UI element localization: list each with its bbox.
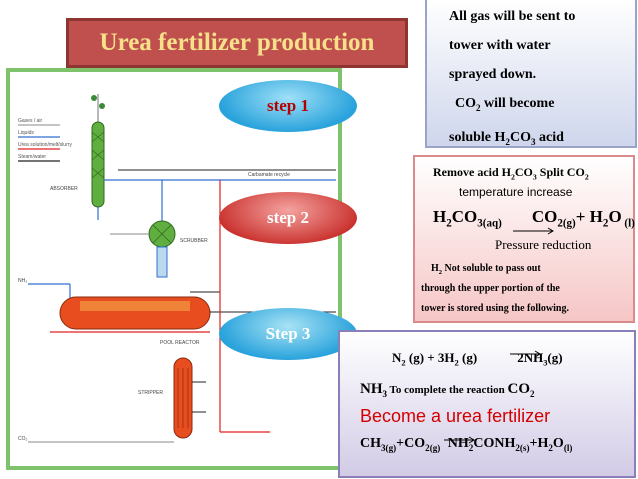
title-banner: Urea fertilizer production bbox=[66, 18, 408, 68]
legend: Gases / air Liquids Urea solution/melt/s… bbox=[18, 118, 72, 162]
process-flow-diagram: Gases / air Liquids Urea solution/melt/s… bbox=[18, 94, 336, 443]
co2-label: CO₂ bbox=[18, 436, 28, 442]
box2-decomposition-equation: H2CO3(aq)CO2(g)+ H2O (l) bbox=[433, 207, 635, 230]
absorber-column: ABSORBER bbox=[50, 94, 105, 220]
nh3-label: NH₃ bbox=[18, 278, 27, 284]
page-title: Urea fertilizer production bbox=[99, 29, 375, 56]
step-1-oval: step 1 bbox=[219, 80, 357, 132]
box2-heading: Remove acid H2CO3 Split CO2 bbox=[433, 165, 589, 182]
step-2-label: step 2 bbox=[266, 208, 310, 227]
carbamate-recycle-label: Carbamate recycle bbox=[248, 172, 290, 178]
ammonia-arrow-icon bbox=[510, 350, 541, 358]
pool-reactor: POOL REACTOR bbox=[59, 291, 336, 346]
box1-line-1: All gas will be sent to bbox=[449, 9, 576, 24]
step-2-explanation-box: Remove acid H2CO3 Split CO2 temperature … bbox=[413, 155, 635, 323]
step-3-explanation-box: N2 (g) + 3H2 (g)2NH3(g) NH3 To complete … bbox=[338, 330, 636, 478]
step-3-label: Step 3 bbox=[265, 324, 311, 343]
box1-line-4: CO2 will become bbox=[455, 96, 555, 113]
legend-label-gases: Gases / air bbox=[18, 118, 43, 124]
scrubber-label: SCRUBBER bbox=[180, 238, 208, 244]
reaction-arrow-icon bbox=[513, 227, 554, 235]
step-3-oval: Step 3 bbox=[219, 308, 357, 360]
urea-arrow-icon bbox=[444, 436, 475, 444]
stripper-column: STRIPPER bbox=[138, 357, 206, 439]
box3-urea-fertilizer-text: Become a urea fertilizer bbox=[360, 406, 551, 426]
box3-ammonia-equation: N2 (g) + 3H2 (g)2NH3(g) bbox=[392, 350, 563, 368]
step-2-oval: step 2 bbox=[219, 192, 357, 244]
absorber-label: ABSORBER bbox=[50, 186, 78, 192]
step-1-label: step 1 bbox=[266, 96, 310, 115]
box2-note-line-3: tower is stored using the following. bbox=[421, 303, 569, 314]
box2-note-line-1: H2 Not soluble to pass out bbox=[431, 263, 541, 276]
step-1-explanation-box: All gas will be sent to tower with water… bbox=[425, 0, 637, 148]
box3-reaction-note: NH3 To complete the reaction CO2 bbox=[360, 381, 535, 400]
legend-label-urea: Urea solution/melt/slurry bbox=[18, 142, 72, 148]
box1-line-5: soluble H2CO3 acid bbox=[449, 129, 564, 147]
carbamate-recycle-line: Carbamate recycle bbox=[104, 169, 336, 181]
legend-label-steam: Steam/water bbox=[18, 154, 46, 160]
pool-reactor-label: POOL REACTOR bbox=[160, 340, 200, 346]
box1-line-2: tower with water bbox=[449, 38, 551, 53]
legend-label-liquids: Liquids bbox=[18, 130, 34, 136]
box2-pressure-reduction: Pressure reduction bbox=[495, 237, 592, 252]
box1-line-3: sprayed down. bbox=[449, 67, 537, 82]
process-diagram-frame: Gases / air Liquids Urea solution/melt/s… bbox=[6, 68, 342, 470]
co2-feed: CO₂ bbox=[18, 436, 174, 443]
box2-temperature-increase: temperature increase bbox=[459, 185, 573, 199]
stripper-label: STRIPPER bbox=[138, 390, 163, 396]
scrubber: SCRUBBER bbox=[110, 180, 208, 278]
box2-note-line-2: through the upper portion of the bbox=[421, 283, 560, 294]
